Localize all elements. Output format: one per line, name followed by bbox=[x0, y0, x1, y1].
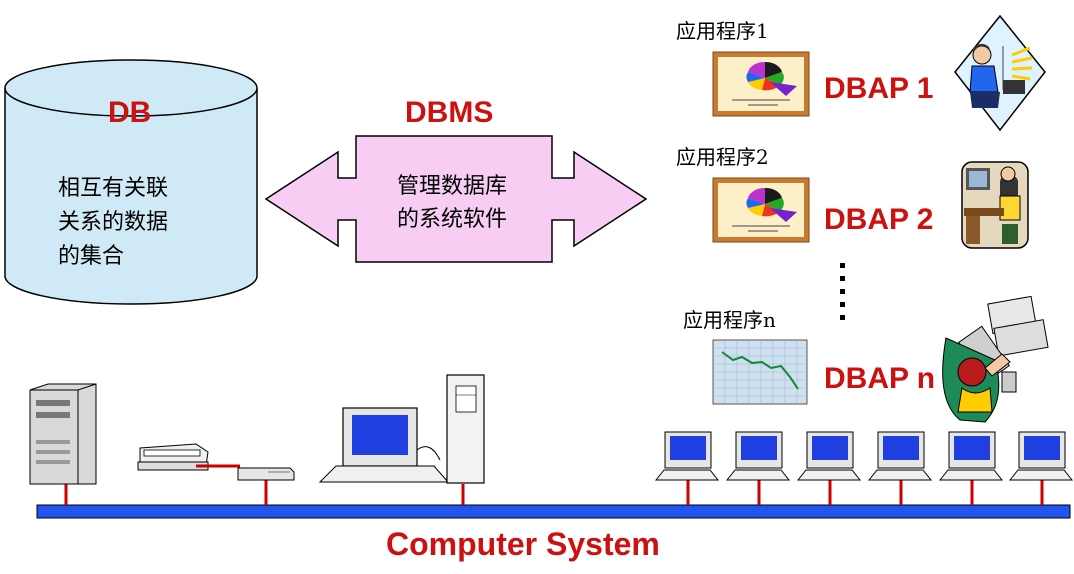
dbap-label-1: DBAP 1 bbox=[824, 72, 934, 105]
line-chart-easel-icon bbox=[712, 339, 808, 405]
dbap-label-n: DBAP n bbox=[824, 362, 936, 395]
hub-icon bbox=[237, 467, 295, 481]
desktop-computer-icon bbox=[318, 374, 485, 484]
network-terminal-icon bbox=[867, 431, 933, 481]
network-bus bbox=[36, 504, 1071, 519]
pie-chart-easel-icon bbox=[712, 51, 810, 117]
dbms-description-line-1: 管理数据库 bbox=[397, 174, 508, 199]
network-terminal-icon bbox=[1008, 431, 1074, 481]
dbap-label-2: DBAP 2 bbox=[824, 203, 934, 236]
network-terminal-icon bbox=[725, 431, 791, 481]
double-arrow-icon bbox=[264, 135, 648, 263]
person-at-desk-icon bbox=[954, 14, 1046, 132]
dbms-description-line-2: 的系统软件 bbox=[397, 207, 508, 232]
ellipsis-dots bbox=[840, 263, 845, 320]
db-title: DB bbox=[108, 96, 152, 129]
db-description-line-3: 的集合 bbox=[58, 244, 125, 269]
db-description-line-2: 关系的数据 bbox=[58, 210, 169, 235]
pie-chart-easel-icon bbox=[712, 177, 810, 243]
dbms-title: DBMS bbox=[405, 96, 494, 129]
computer-system-title: Computer System bbox=[386, 526, 660, 562]
app-label-n: 应用程序n bbox=[683, 308, 776, 332]
person-at-desk-icon bbox=[961, 161, 1029, 249]
scanner-icon bbox=[137, 443, 240, 471]
app-label-2: 应用程序2 bbox=[676, 145, 769, 169]
server-tower-icon bbox=[29, 383, 97, 485]
network-terminal-icon bbox=[654, 431, 720, 481]
network-terminal-icon bbox=[938, 431, 1004, 481]
db-description-line-1: 相互有关联 bbox=[58, 176, 169, 201]
database-cylinder-icon bbox=[4, 59, 258, 305]
network-terminal-icon bbox=[796, 431, 862, 481]
person-at-desk-icon bbox=[942, 295, 1049, 423]
bus-drop-lines bbox=[64, 480, 1044, 505]
app-label-1: 应用程序1 bbox=[676, 19, 769, 43]
